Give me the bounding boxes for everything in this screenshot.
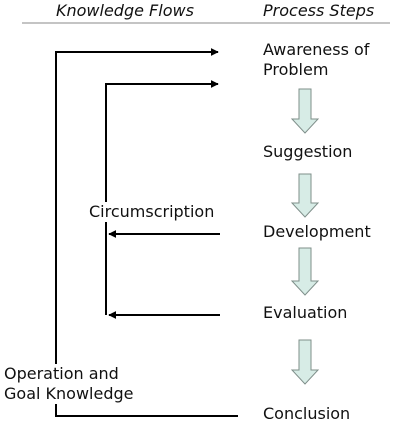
step-down-arrow-1 <box>290 88 320 134</box>
step-conclusion: Conclusion <box>263 404 351 423</box>
step-down-arrow-3 <box>290 247 320 296</box>
step-awareness: Awareness of Problem <box>263 40 370 79</box>
step-evaluation: Evaluation <box>263 303 348 322</box>
circumscription-flow-line <box>105 80 219 315</box>
step-down-arrow-2 <box>290 173 320 218</box>
knowledge-flows-header: Knowledge Flows <box>56 1 194 20</box>
step-suggestion: Suggestion <box>263 142 353 161</box>
step-development: Development <box>263 222 371 241</box>
operation-goal-knowledge-label: Operation and Goal Knowledge <box>4 364 134 404</box>
step-down-arrow-4 <box>290 339 320 385</box>
operation-knowledge-flow-line <box>55 48 238 417</box>
circumscription-label: Circumscription <box>87 202 217 222</box>
process-steps-header: Process Steps <box>263 1 375 20</box>
